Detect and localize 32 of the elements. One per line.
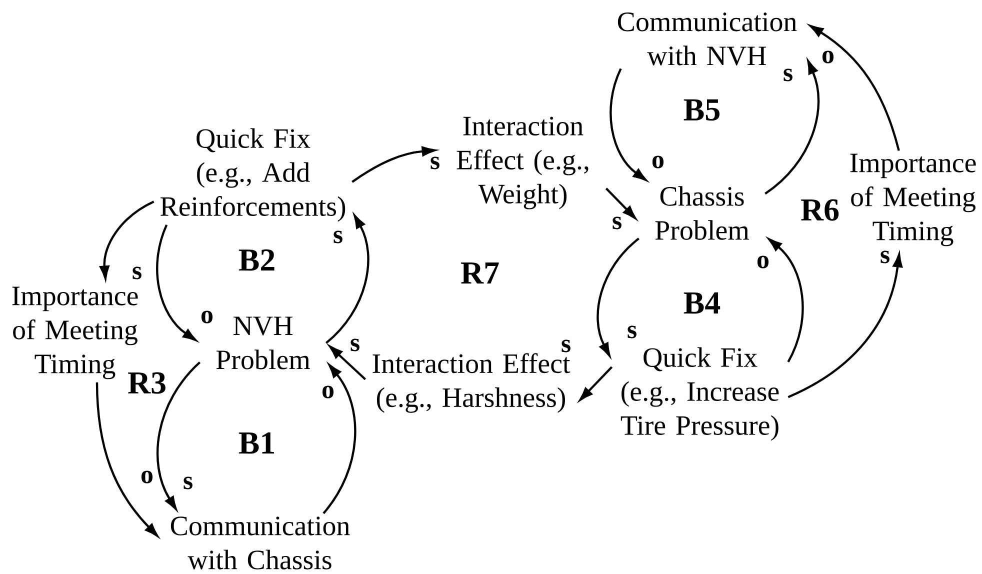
polarity-label: s: [350, 338, 360, 352]
arrow: [329, 346, 366, 380]
loop-label: R6: [801, 199, 839, 221]
polarity-label: o: [652, 156, 664, 168]
polarity-label: s: [612, 216, 622, 230]
variable-label: Communication with NVH: [618, 12, 797, 66]
variable-label: Interaction Effect (e.g., Harshness): [372, 353, 570, 413]
polarity-label: o: [202, 310, 213, 324]
variable-label: Quick Fix (e.g., Add Reinforcements): [160, 128, 346, 222]
loop-label: B1: [238, 432, 274, 454]
loop-label: R3: [128, 372, 166, 394]
loop-label: R7: [461, 262, 499, 284]
arrow: [96, 382, 158, 537]
variable-label: Chassis Problem: [655, 186, 750, 240]
polarity-label: s: [562, 340, 570, 352]
loop-label: B4: [684, 292, 720, 314]
polarity-label: o: [142, 470, 153, 484]
arrow: [579, 366, 613, 401]
variable-label: NVH Problem: [216, 316, 310, 370]
variable-label: Communication with Chassis: [170, 516, 350, 570]
variable-label: Quick Fix (e.g., Increase Tire Pressure): [620, 347, 779, 441]
polarity-label: s: [334, 230, 342, 244]
arrow: [322, 364, 356, 514]
polarity-label: o: [322, 386, 334, 398]
arrow: [605, 188, 636, 220]
polarity-label: o: [758, 256, 769, 268]
loop-label: B5: [684, 99, 720, 121]
variable-label: Importance of Meeting Timing: [850, 154, 976, 246]
variable-label: Interaction Effect (e.g., Weight): [456, 116, 588, 210]
arrow: [610, 68, 647, 181]
polarity-label: s: [784, 68, 792, 82]
loop-label: B2: [238, 249, 274, 271]
